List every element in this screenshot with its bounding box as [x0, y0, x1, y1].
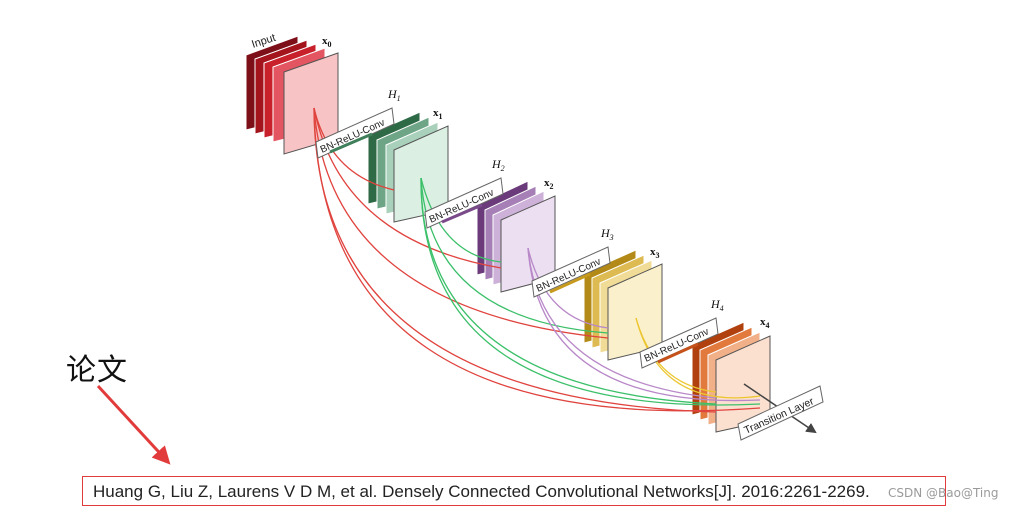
x4-label: x4 — [760, 316, 770, 330]
input-stack — [245, 35, 339, 155]
conn-x3-trans — [635, 317, 761, 399]
h2-label: H2 — [491, 157, 505, 173]
h1-label-sub: 1 — [397, 94, 401, 103]
x1-label: x1 — [433, 107, 443, 121]
citation-text: Huang G, Liu Z, Laurens V D M, et al. De… — [93, 482, 870, 501]
x3-label-main: x — [650, 246, 656, 258]
x0-label-main: x — [322, 35, 328, 47]
conn-x0-trans — [313, 107, 761, 412]
x0-label-sub: 0 — [328, 40, 332, 49]
citation-box: Huang G, Liu Z, Laurens V D M, et al. De… — [82, 476, 946, 506]
annotation-arrow — [96, 384, 171, 465]
h2-label-sub: 2 — [501, 164, 505, 173]
x4-label-main: x — [760, 316, 766, 328]
watermark: CSDN @Bao@Ting — [888, 486, 999, 500]
h3-label-main: H — [600, 226, 611, 240]
h1-label-main: H — [387, 87, 398, 101]
x2-label-sub: 2 — [550, 182, 554, 191]
conn-x1-trans — [420, 177, 761, 406]
x1-label-main: x — [433, 107, 439, 119]
dense-connections — [313, 107, 761, 413]
h2-label-main: H — [491, 157, 502, 171]
x4-label-sub: 4 — [766, 321, 770, 330]
conn-x1-x2 — [420, 177, 502, 263]
h1-label: H1 — [387, 87, 401, 103]
block1-stack — [367, 111, 449, 223]
x2-label-main: x — [544, 177, 550, 189]
conn-x0-x3 — [313, 107, 609, 339]
x3-label-sub: 3 — [656, 251, 660, 260]
h4-label: H4 — [710, 297, 724, 313]
conn-x2-x3 — [527, 247, 609, 329]
x1-label-sub: 1 — [439, 112, 443, 121]
x0-label: x0 — [322, 35, 332, 49]
h3-label: H3 — [600, 226, 614, 242]
x3-label: x3 — [650, 246, 660, 260]
h4-label-main: H — [710, 297, 721, 311]
annotation-label: 论文 — [66, 353, 128, 388]
x2-label: x2 — [544, 177, 554, 191]
h4-label-sub: 4 — [720, 304, 724, 313]
h3-label-sub: 3 — [609, 233, 614, 242]
conn-x0-x1 — [313, 107, 395, 191]
